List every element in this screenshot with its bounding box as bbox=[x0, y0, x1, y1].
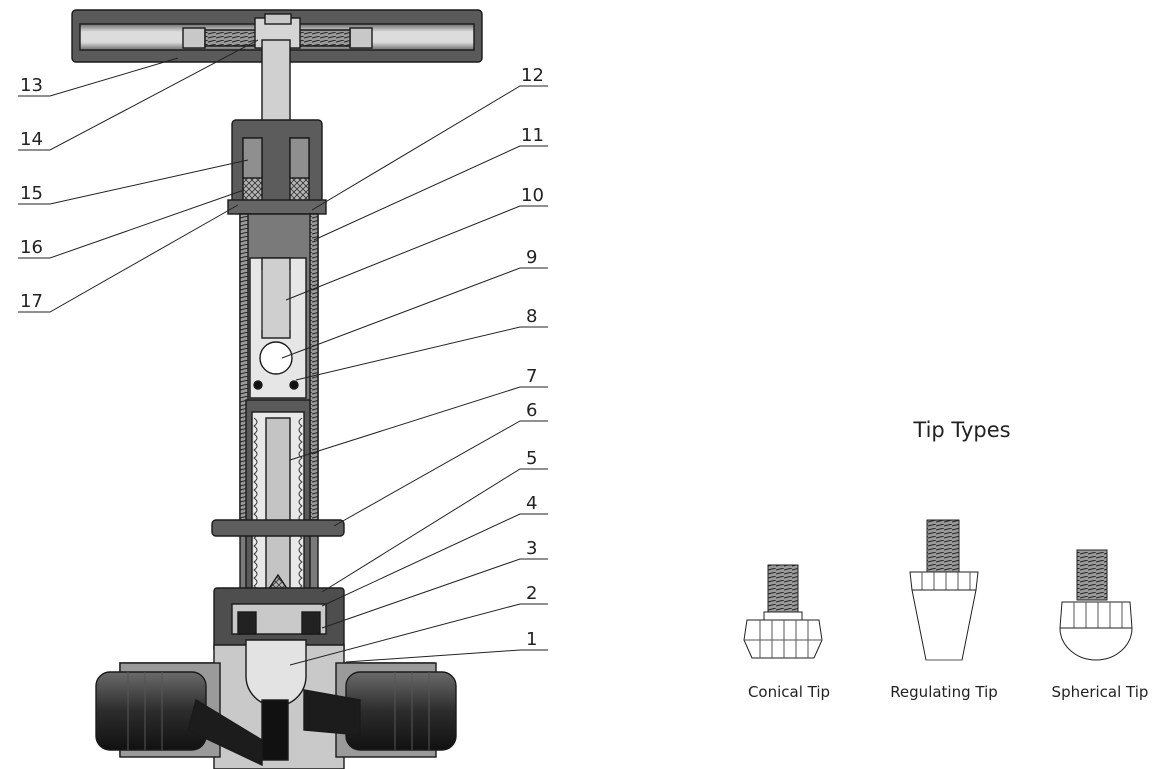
callout-12: 12 bbox=[521, 65, 544, 86]
callout-16: 16 bbox=[20, 237, 43, 258]
callout-9: 9 bbox=[526, 247, 537, 268]
valve-plug bbox=[245, 639, 307, 707]
conical-tip-label: Conical Tip bbox=[748, 683, 830, 701]
spherical-tip-label: Spherical Tip bbox=[1052, 683, 1149, 701]
right-port bbox=[335, 662, 457, 758]
callout-15: 15 bbox=[20, 183, 43, 204]
callout-1: 1 bbox=[526, 629, 537, 650]
callout-5: 5 bbox=[526, 448, 537, 469]
callout-8: 8 bbox=[526, 306, 537, 327]
callout-4: 4 bbox=[526, 493, 537, 514]
callout-14: 14 bbox=[20, 129, 43, 150]
callout-17: 17 bbox=[20, 291, 43, 312]
callout-3: 3 bbox=[526, 538, 537, 559]
stem-ball bbox=[259, 341, 293, 375]
bellows bbox=[253, 417, 258, 611]
valve-cross-section bbox=[71, 9, 483, 769]
leader-lines bbox=[18, 39, 548, 666]
regulating-tip-label: Regulating Tip bbox=[890, 683, 998, 701]
spherical-tip-image bbox=[1059, 549, 1133, 661]
regulating-tip-image bbox=[909, 519, 979, 661]
callout-11: 11 bbox=[521, 125, 544, 146]
callout-13: 13 bbox=[20, 75, 43, 96]
panel-nut bbox=[211, 519, 345, 537]
t-handle bbox=[71, 9, 483, 63]
tip-types-panel: Tip Types Conical Tip Regulating Tip Sph… bbox=[743, 418, 1149, 701]
callout-labels: 13 14 15 16 17 12 11 10 9 8 7 6 5 4 3 2 … bbox=[20, 65, 544, 650]
callout-6: 6 bbox=[526, 400, 537, 421]
tip-types-title: Tip Types bbox=[912, 418, 1010, 442]
callout-2: 2 bbox=[526, 583, 537, 604]
callout-10: 10 bbox=[521, 185, 544, 206]
callout-7: 7 bbox=[526, 366, 537, 387]
conical-tip-image bbox=[743, 564, 823, 659]
